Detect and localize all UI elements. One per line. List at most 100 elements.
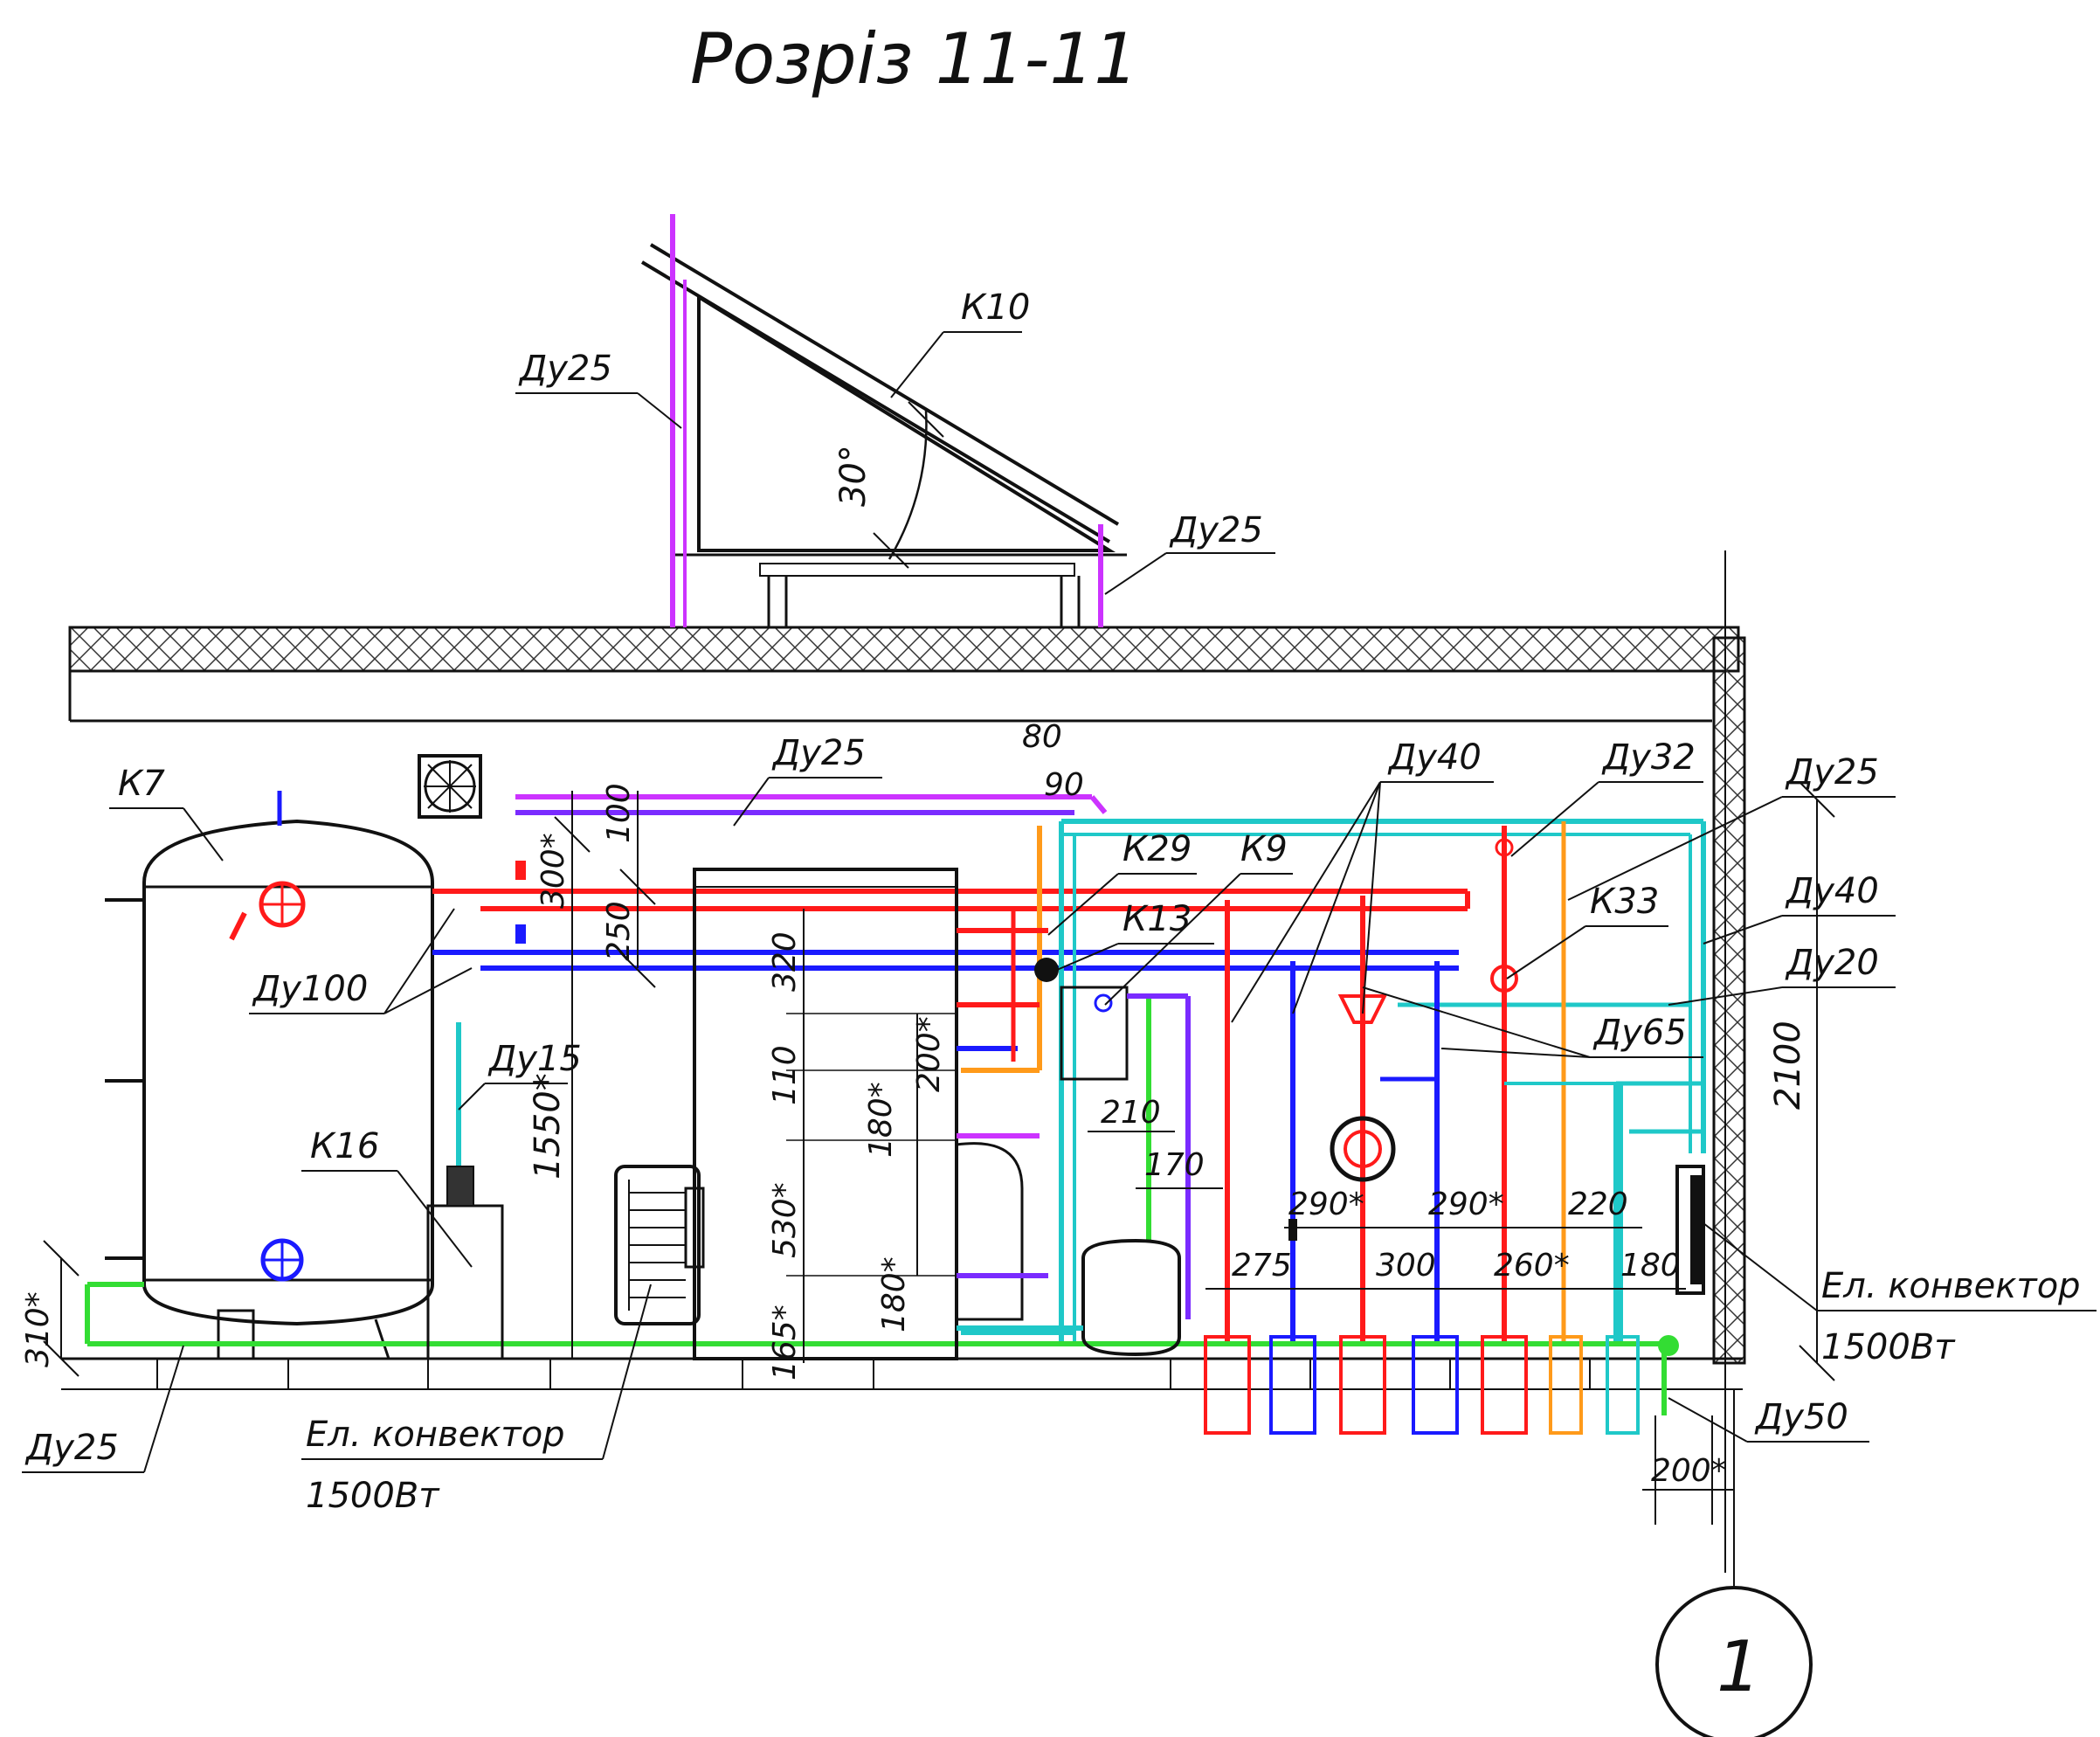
svg-text:300*: 300* — [535, 833, 571, 909]
svg-text:320: 320 — [767, 931, 803, 992]
label-du25-bottom: Ду25 — [22, 1345, 184, 1473]
svg-text:1500Вт: 1500Вт — [1821, 1327, 1956, 1367]
svg-text:300: 300 — [1376, 1248, 1436, 1284]
svg-text:110: 110 — [767, 1045, 803, 1105]
label-du20: Ду20 — [1668, 943, 1896, 1006]
dim-80: 80 — [1022, 719, 1062, 755]
svg-text:К10: К10 — [961, 287, 1030, 328]
svg-text:180: 180 — [1620, 1248, 1681, 1284]
svg-text:Ду25: Ду25 — [771, 733, 866, 773]
storage-tank-k7 — [105, 791, 434, 1360]
svg-text:Ду65: Ду65 — [1592, 1013, 1687, 1053]
svg-text:290*: 290* — [1428, 1187, 1504, 1222]
dimension-200-bottom: 200* — [1642, 1415, 1734, 1525]
pipe-return-main — [432, 950, 1459, 971]
roof-slab — [68, 626, 1740, 723]
electric-convector-2 — [1675, 1165, 1705, 1295]
manifold-risers — [1225, 826, 1625, 1341]
svg-text:170: 170 — [1144, 1147, 1205, 1183]
label-du25-return-collector: Ду25 — [1104, 510, 1275, 595]
svg-text:К9: К9 — [1240, 829, 1288, 869]
exhaust-fan — [418, 754, 482, 819]
svg-text:210: 210 — [1101, 1095, 1161, 1131]
label-du32: Ду32 — [1510, 737, 1703, 857]
pipe-collector-line — [515, 794, 1108, 815]
solar-collector — [640, 243, 1127, 627]
floor-stubs — [1204, 1335, 1640, 1435]
dimension-stack-boiler: 320 200* 110 180* 530* 180* 165* — [767, 909, 957, 1381]
svg-text:200*: 200* — [911, 1016, 947, 1092]
pipe-supply-main — [432, 889, 1470, 911]
svg-text:1550*: 1550* — [528, 1073, 568, 1180]
svg-text:К29: К29 — [1123, 829, 1192, 869]
filter-k16 — [426, 1166, 504, 1360]
svg-text:260*: 260* — [1494, 1248, 1570, 1284]
svg-text:Ду25: Ду25 — [1169, 510, 1263, 550]
label-convector-1: Ел. конвектор 1500Вт — [301, 1284, 652, 1516]
svg-text:К7: К7 — [118, 764, 165, 804]
svg-text:Ду32: Ду32 — [1601, 737, 1696, 778]
svg-text:Ду25: Ду25 — [24, 1428, 119, 1468]
label-du25-right: Ду25 — [1567, 752, 1896, 901]
svg-text:К33: К33 — [1590, 882, 1659, 922]
svg-text:290*: 290* — [1288, 1187, 1364, 1222]
label-k33: К33 — [1506, 882, 1668, 979]
collector-pipes — [670, 214, 1103, 627]
svg-text:Ел. конвектор: Ел. конвектор — [1821, 1266, 2081, 1306]
label-k29: К29 — [1047, 829, 1197, 936]
svg-text:1: 1 — [1717, 1626, 1761, 1707]
label-du50: Ду50 — [1668, 1397, 1869, 1443]
svg-text:2100: 2100 — [1768, 1021, 1808, 1110]
section-title: Розріз 11-11 — [690, 18, 1138, 100]
svg-text:Ду20: Ду20 — [1785, 943, 1879, 983]
svg-text:165*: 165* — [767, 1304, 803, 1381]
label-k16: К16 — [301, 1126, 473, 1268]
svg-text:Ел. конвектор: Ел. конвектор — [306, 1415, 565, 1455]
svg-text:1500Вт: 1500Вт — [306, 1476, 440, 1516]
svg-text:Ду25: Ду25 — [1785, 752, 1879, 792]
label-k10: К10 — [890, 287, 1030, 398]
svg-text:250: 250 — [601, 901, 637, 961]
svg-text:Ду40: Ду40 — [1387, 737, 1482, 778]
svg-text:К16: К16 — [310, 1126, 379, 1166]
svg-text:530*: 530* — [767, 1182, 803, 1258]
label-du25-collector: Ду25 — [515, 349, 682, 429]
hydraulic-separator — [1034, 958, 1191, 1319]
svg-text:100: 100 — [601, 783, 637, 843]
label-du40-right: Ду40 — [1703, 871, 1896, 945]
svg-text:220: 220 — [1568, 1187, 1628, 1222]
dimension-manifold: 290* 290* 220 275 300 260* 180 — [1205, 1187, 1686, 1290]
svg-text:Ду15: Ду15 — [487, 1039, 582, 1079]
dimension-stack-tank: 300* 100 250 1550* — [528, 783, 656, 1359]
boiler — [693, 868, 958, 1360]
svg-text:Ду100: Ду100 — [252, 969, 368, 1009]
label-angle: 30° — [833, 445, 874, 507]
svg-text:310*: 310* — [20, 1291, 56, 1367]
electric-convector-1 — [614, 1165, 705, 1325]
floor-line — [61, 1357, 1743, 1390]
svg-text:Ду25: Ду25 — [518, 349, 612, 389]
svg-text:Ду50: Ду50 — [1754, 1397, 1848, 1437]
label-du65: Ду65 — [1362, 986, 1703, 1058]
label-k7: К7 — [109, 764, 224, 862]
boiler-connections — [957, 909, 1083, 1331]
label-du100: Ду100 — [249, 908, 473, 1014]
label-k9: К9 — [1104, 829, 1293, 1006]
expansion-tank — [956, 1142, 1181, 1357]
dim-90: 90 — [1044, 767, 1084, 803]
label-du25-top: Ду25 — [733, 733, 882, 827]
label-du40: Ду40 — [1231, 737, 1494, 1023]
right-wall — [1712, 550, 1746, 1573]
dimension-2100: 2100 — [1768, 781, 1835, 1381]
svg-text:275: 275 — [1232, 1248, 1292, 1284]
svg-text:180*: 180* — [876, 1256, 912, 1332]
axis-marker: 1 — [1655, 1389, 1813, 1737]
dimension-310: 310* — [20, 1240, 79, 1377]
svg-text:К13: К13 — [1123, 899, 1192, 939]
label-k13: К13 — [1056, 899, 1214, 971]
svg-text:Ду40: Ду40 — [1785, 871, 1879, 911]
svg-text:180*: 180* — [863, 1082, 899, 1158]
dimension-middle: 210 170 — [1088, 1095, 1223, 1189]
svg-text:200*: 200* — [1651, 1453, 1727, 1489]
